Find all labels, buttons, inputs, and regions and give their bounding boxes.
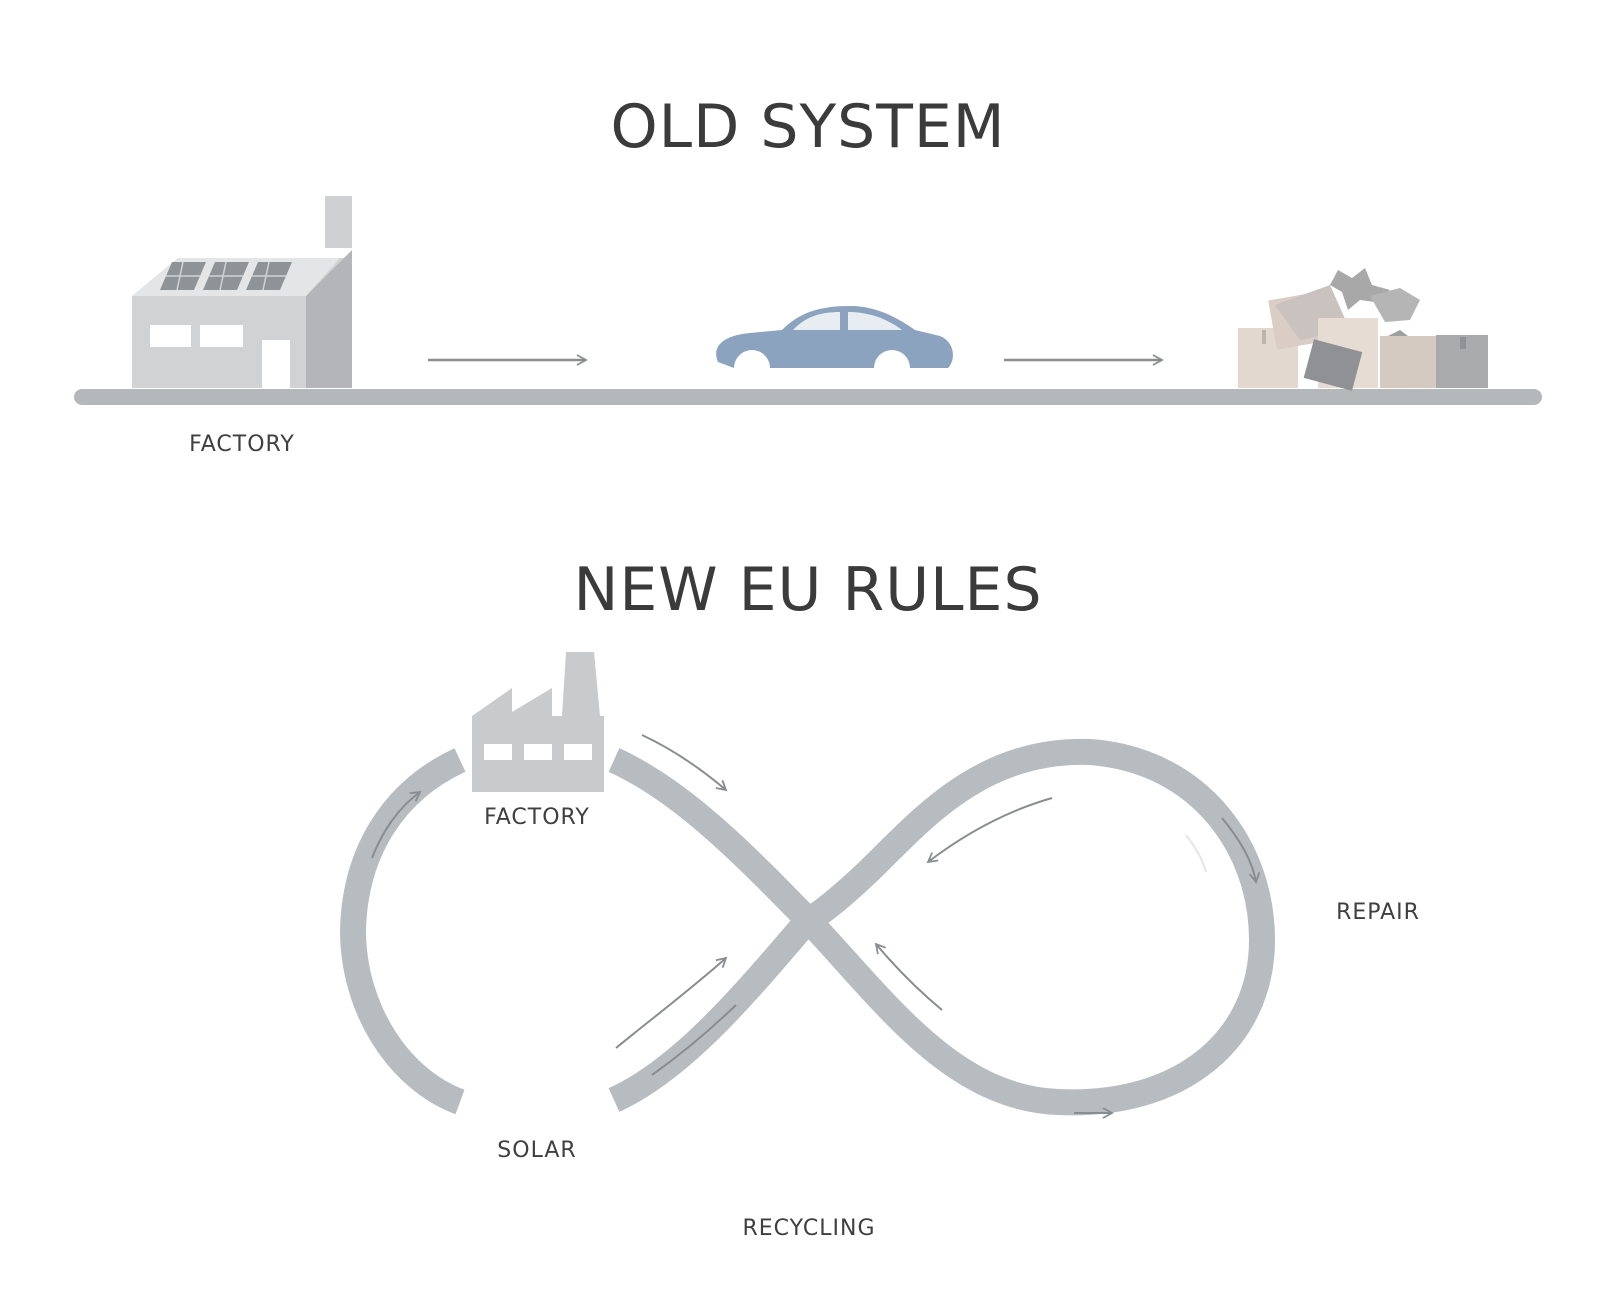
waste-pile-icon (1238, 268, 1488, 391)
new-factory-label: FACTORY (484, 805, 590, 830)
old-factory-label: FACTORY (189, 432, 295, 457)
recycling-label: RECYCLING (742, 1216, 876, 1241)
arrow-icon (371, 734, 1261, 1119)
car-icon (716, 306, 953, 382)
old-system-title: OLD SYSTEM (610, 92, 1006, 162)
solar-label: SOLAR (497, 1138, 577, 1163)
factory-icon (132, 196, 352, 388)
repair-label: REPAIR (1336, 900, 1420, 925)
factory-icon (472, 652, 604, 792)
new-eu-rules-title: NEW EU RULES (573, 555, 1043, 625)
